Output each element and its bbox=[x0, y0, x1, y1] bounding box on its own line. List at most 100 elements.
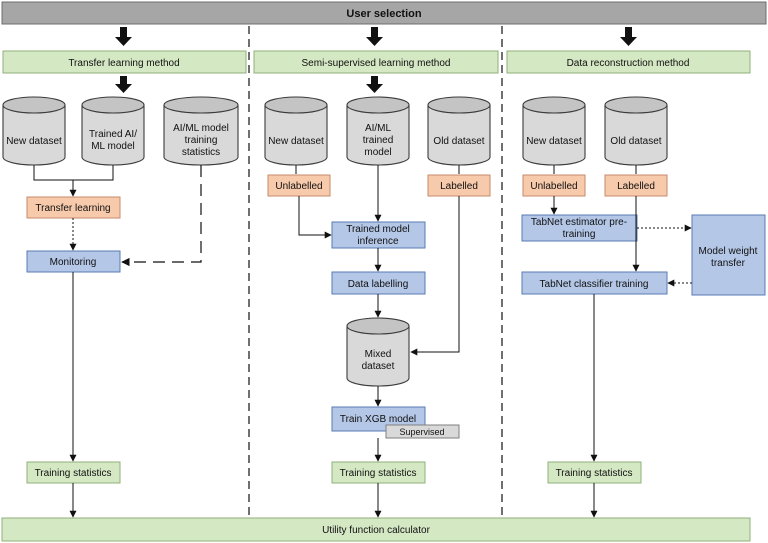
recon-training-statistics-box-label: Training statistics bbox=[556, 468, 633, 479]
label-line: AI/ML bbox=[365, 123, 392, 134]
tabnet-estimator-pretraining-box-label: TabNet estimator pre-training bbox=[531, 217, 627, 240]
recon-old-dataset-db: Old dataset bbox=[604, 96, 668, 166]
label-line: inference bbox=[357, 236, 399, 247]
label-line: AI/ML model bbox=[173, 123, 229, 134]
tabnet-estimator-pretraining-box: TabNet estimator pre-training bbox=[521, 214, 638, 242]
arrow-to-recon bbox=[620, 27, 637, 46]
label-line: Monitoring bbox=[50, 257, 97, 268]
label-line: Training statistics bbox=[556, 468, 633, 479]
transfer-trained-model-label: Trained AI/ML model bbox=[89, 129, 137, 152]
label-line: Data reconstruction method bbox=[567, 58, 690, 69]
semi-old-dataset-db: Old dataset bbox=[427, 96, 491, 166]
label-line: Old dataset bbox=[433, 136, 484, 147]
recon-new-dataset-label: New dataset bbox=[526, 136, 582, 147]
label-line: Model weight bbox=[699, 246, 758, 257]
transfer-new-dataset-label: New dataset bbox=[6, 136, 62, 147]
recon-old-dataset-label: Old dataset bbox=[610, 136, 661, 147]
semi-training-statistics-box-label: Training statistics bbox=[340, 468, 417, 479]
tabnet-classifier-training-box-label: TabNet classifier training bbox=[540, 279, 649, 290]
label-line: Training statistics bbox=[340, 468, 417, 479]
label-line: Transfer learning method bbox=[68, 58, 179, 69]
header-arrows bbox=[115, 76, 383, 93]
label-line: Train XGB model bbox=[340, 414, 416, 425]
semi-new-dataset-db: New dataset bbox=[264, 96, 328, 166]
transfer-learning-box: Transfer learning bbox=[26, 196, 121, 219]
label-line: TabNet estimator pre- bbox=[531, 217, 627, 228]
label-line: Labelled bbox=[617, 181, 655, 192]
selection-arrows bbox=[115, 27, 637, 46]
label-line: Trained AI/ bbox=[89, 129, 137, 140]
supervised-tag: Supervised bbox=[385, 424, 460, 439]
utility-function-calculator-bar: Utility function calculator bbox=[1, 517, 751, 542]
monitoring-box-label: Monitoring bbox=[50, 257, 97, 268]
semi-training-statistics-box: Training statistics bbox=[331, 461, 426, 484]
supervised-tag-label: Supervised bbox=[399, 427, 444, 437]
label-line: Unlabelled bbox=[275, 181, 322, 192]
user-selection-label: User selection bbox=[346, 8, 421, 20]
arrow-transfer-to-model bbox=[115, 76, 132, 93]
label-line: Old dataset bbox=[610, 136, 661, 147]
label-line: dataset bbox=[362, 361, 395, 372]
semi-labelled-box-label: Labelled bbox=[440, 181, 478, 192]
semi-supervised-header-label: Semi-supervised learning method bbox=[302, 58, 451, 69]
transfer-training-statistics-box-label: Training statistics bbox=[35, 468, 112, 479]
label-line: Data labelling bbox=[348, 279, 409, 290]
label-line: training bbox=[563, 229, 596, 240]
label-line: Utility function calculator bbox=[322, 525, 430, 536]
semi-unlabelled-box-label: Unlabelled bbox=[275, 181, 322, 192]
label-line: Semi-supervised learning method bbox=[302, 58, 451, 69]
label-line: ML model bbox=[91, 141, 135, 152]
arrow-to-transfer bbox=[115, 27, 132, 46]
label-line: statistics bbox=[182, 147, 220, 158]
data-labelling-box-label: Data labelling bbox=[348, 279, 409, 290]
label-line: Training statistics bbox=[35, 468, 112, 479]
semi-labelled-box: Labelled bbox=[427, 174, 491, 197]
label-line: Transfer learning bbox=[35, 203, 110, 214]
label-line: transfer bbox=[711, 258, 746, 269]
label-line: Unlabelled bbox=[530, 181, 577, 192]
recon-training-statistics-box: Training statistics bbox=[547, 461, 642, 484]
label-line: training bbox=[185, 135, 218, 146]
label-line: model bbox=[364, 147, 391, 158]
data-reconstruction-header-label: Data reconstruction method bbox=[567, 58, 690, 69]
transfer-connectors bbox=[33, 165, 202, 518]
recon-labelled-box-label: Labelled bbox=[617, 181, 655, 192]
transfer-learning-header-label: Transfer learning method bbox=[68, 58, 179, 69]
recon-unlabelled-box: Unlabelled bbox=[522, 174, 586, 197]
data-reconstruction-header: Data reconstruction method bbox=[506, 50, 751, 74]
arrow-semi-to-model bbox=[366, 76, 383, 93]
semi-connectors bbox=[295, 165, 460, 518]
tabnet-classifier-training-box: TabNet classifier training bbox=[521, 271, 668, 295]
label-line: New dataset bbox=[6, 136, 62, 147]
transfer-new-dataset-db: New dataset bbox=[2, 96, 66, 166]
transfer-learning-header: Transfer learning method bbox=[2, 50, 247, 74]
label-line: Trained model bbox=[346, 224, 410, 235]
data-labelling-box: Data labelling bbox=[331, 271, 426, 295]
semi-unlabelled-box: Unlabelled bbox=[267, 174, 331, 197]
semi-supervised-header: Semi-supervised learning method bbox=[253, 50, 499, 74]
transfer-trained-model-db: Trained AI/ML model bbox=[81, 96, 145, 166]
label-line: User selection bbox=[346, 8, 421, 20]
label-line: trained bbox=[363, 135, 394, 146]
transfer-learning-box-label: Transfer learning bbox=[35, 203, 110, 214]
label-line: Supervised bbox=[399, 427, 444, 437]
recon-connectors bbox=[550, 165, 692, 518]
recon-labelled-box: Labelled bbox=[604, 174, 668, 197]
label-line: Mixed bbox=[365, 349, 392, 360]
label-line: New dataset bbox=[526, 136, 582, 147]
label-line: Labelled bbox=[440, 181, 478, 192]
utility-function-calculator-label: Utility function calculator bbox=[322, 525, 430, 536]
semi-new-dataset-label: New dataset bbox=[268, 136, 324, 147]
transfer-training-statistics-box: Training statistics bbox=[26, 461, 121, 484]
arrow-to-semi bbox=[366, 27, 383, 46]
